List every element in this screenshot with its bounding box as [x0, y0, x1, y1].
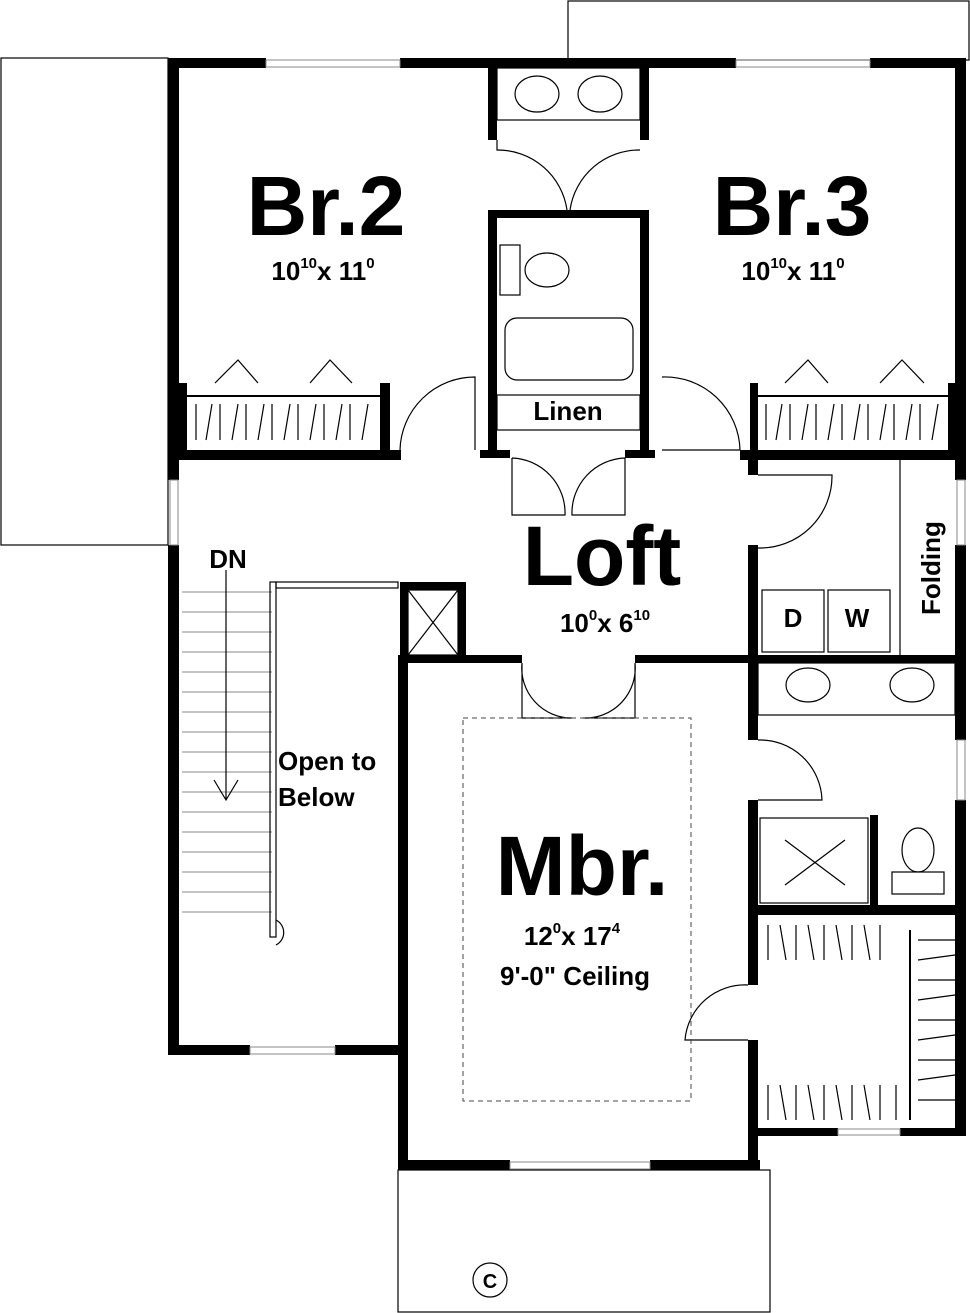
- washer-label: W: [845, 603, 870, 633]
- section-marker: [472, 1262, 508, 1298]
- ceiling-outline: [462, 717, 692, 1102]
- loft-name: Loft: [523, 509, 682, 603]
- mbr-name: Mbr.: [496, 819, 669, 913]
- windows: [169, 59, 966, 1170]
- closet-mbr: [767, 924, 956, 1121]
- roof-outline-top: [567, 0, 970, 61]
- linen-label: Linen: [533, 396, 602, 426]
- sink-icon: [785, 667, 831, 703]
- stairs: [182, 570, 399, 946]
- shower-icon: [759, 817, 869, 904]
- toilet-icon: [524, 252, 570, 288]
- bathtub-icon: [504, 317, 634, 381]
- mbr-ceiling: 9'-0" Ceiling: [500, 961, 650, 991]
- washer-icon: [827, 589, 891, 653]
- roof-outline-bottom: [397, 1169, 771, 1313]
- down-arrow-icon: [213, 570, 239, 802]
- folding-label: Folding: [916, 521, 946, 615]
- stairs-dn-label: DN: [209, 544, 247, 574]
- closet-br3: [750, 359, 958, 453]
- br2-dimensions: 1010x 110: [271, 255, 374, 286]
- walls: [168, 58, 966, 1170]
- dryer-icon: [761, 589, 825, 653]
- dryer-label: D: [784, 603, 803, 633]
- sink-icon: [514, 75, 560, 113]
- open-to-below-label-2: Below: [278, 782, 355, 812]
- sink-icon: [577, 75, 623, 113]
- section-marker-label: C: [483, 1271, 497, 1293]
- chase-icon: [407, 589, 459, 656]
- bath-fixtures: [407, 67, 956, 904]
- porch-roof-outline: [0, 57, 169, 546]
- closet-br2: [179, 359, 390, 453]
- br3-name: Br.3: [713, 159, 872, 253]
- br3-dimensions: 1010x 110: [741, 255, 844, 286]
- sink-icon: [889, 667, 935, 703]
- open-to-below-label-1: Open to: [278, 746, 376, 776]
- toilet-icon: [901, 827, 935, 873]
- loft-dimensions: 100x 610: [560, 607, 650, 638]
- br2-name: Br.2: [247, 159, 406, 253]
- mbr-dimensions: 120x 174: [524, 920, 621, 951]
